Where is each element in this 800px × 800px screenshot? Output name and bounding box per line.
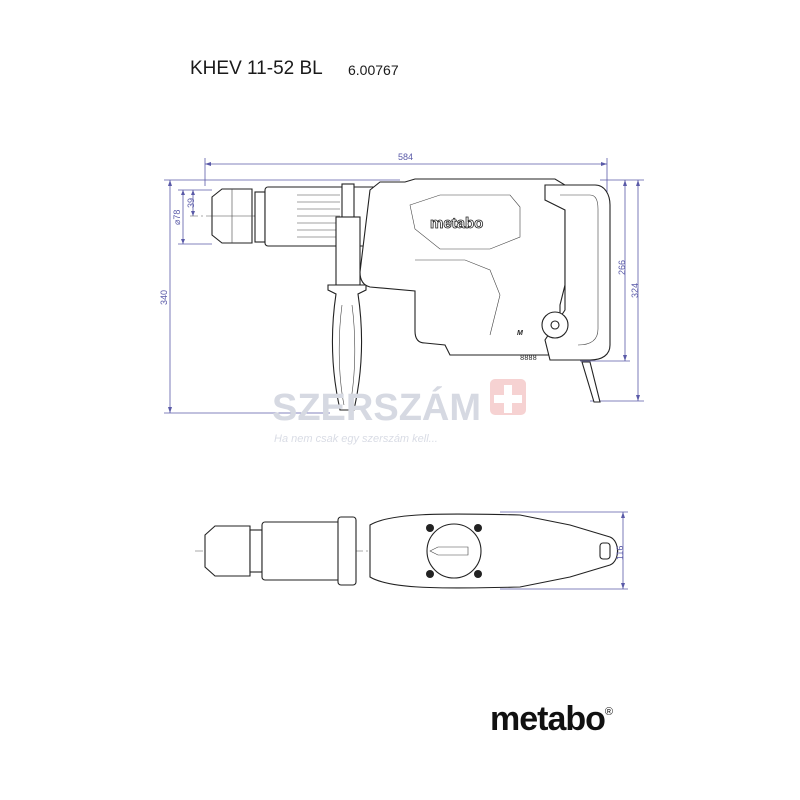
side-handle-grip xyxy=(327,284,367,411)
watermark-plus-icon xyxy=(494,385,522,413)
watermark-brand: SZERSZÁM xyxy=(272,385,481,429)
watermark: SZERSZÁM Ha nem csak egy szerszám kell..… xyxy=(272,379,526,445)
dimension-width: 116 xyxy=(500,511,628,590)
footer-logo-text: metabo xyxy=(490,700,606,738)
article-number: 6.00767 xyxy=(348,62,399,78)
dimension-height-body: 266 xyxy=(580,180,630,362)
top-barrel xyxy=(261,521,343,581)
mode-selector xyxy=(426,523,482,579)
power-cable xyxy=(581,361,601,403)
dimension-height-cable-label: 324 xyxy=(630,283,640,298)
badge-label: M xyxy=(517,330,523,337)
dimension-chuck-offset-label: 39 xyxy=(186,198,196,208)
dimension-chuck-diameter-label: ⌀78 xyxy=(172,210,182,225)
watermark-slogan: Ha nem csak egy szerszám kell... xyxy=(274,433,438,445)
dimension-height-total: 340 xyxy=(159,179,400,414)
registered-mark: ® xyxy=(604,706,613,718)
footer-logo: metabo® xyxy=(490,700,613,739)
body-logo: metabo xyxy=(430,215,483,232)
side-handle-shaft xyxy=(335,216,361,286)
dimension-height-total-label: 340 xyxy=(159,290,169,305)
top-view-drill xyxy=(195,513,620,589)
motor-housing xyxy=(359,178,566,356)
dimension-length-label: 584 xyxy=(398,152,413,162)
display-readout: 8888 xyxy=(520,355,537,363)
top-body xyxy=(369,513,619,589)
dimension-chuck-diameter: ⌀78 xyxy=(172,189,212,245)
dimension-chuck-offset: 39 xyxy=(186,190,196,216)
top-chuck xyxy=(204,525,251,577)
model-title: KHEV 11-52 BL xyxy=(190,58,323,79)
dimension-width-label: 116 xyxy=(615,546,625,560)
dimension-height-body-label: 266 xyxy=(617,260,627,275)
side-view-drill: metabo 8888 M xyxy=(190,178,611,411)
